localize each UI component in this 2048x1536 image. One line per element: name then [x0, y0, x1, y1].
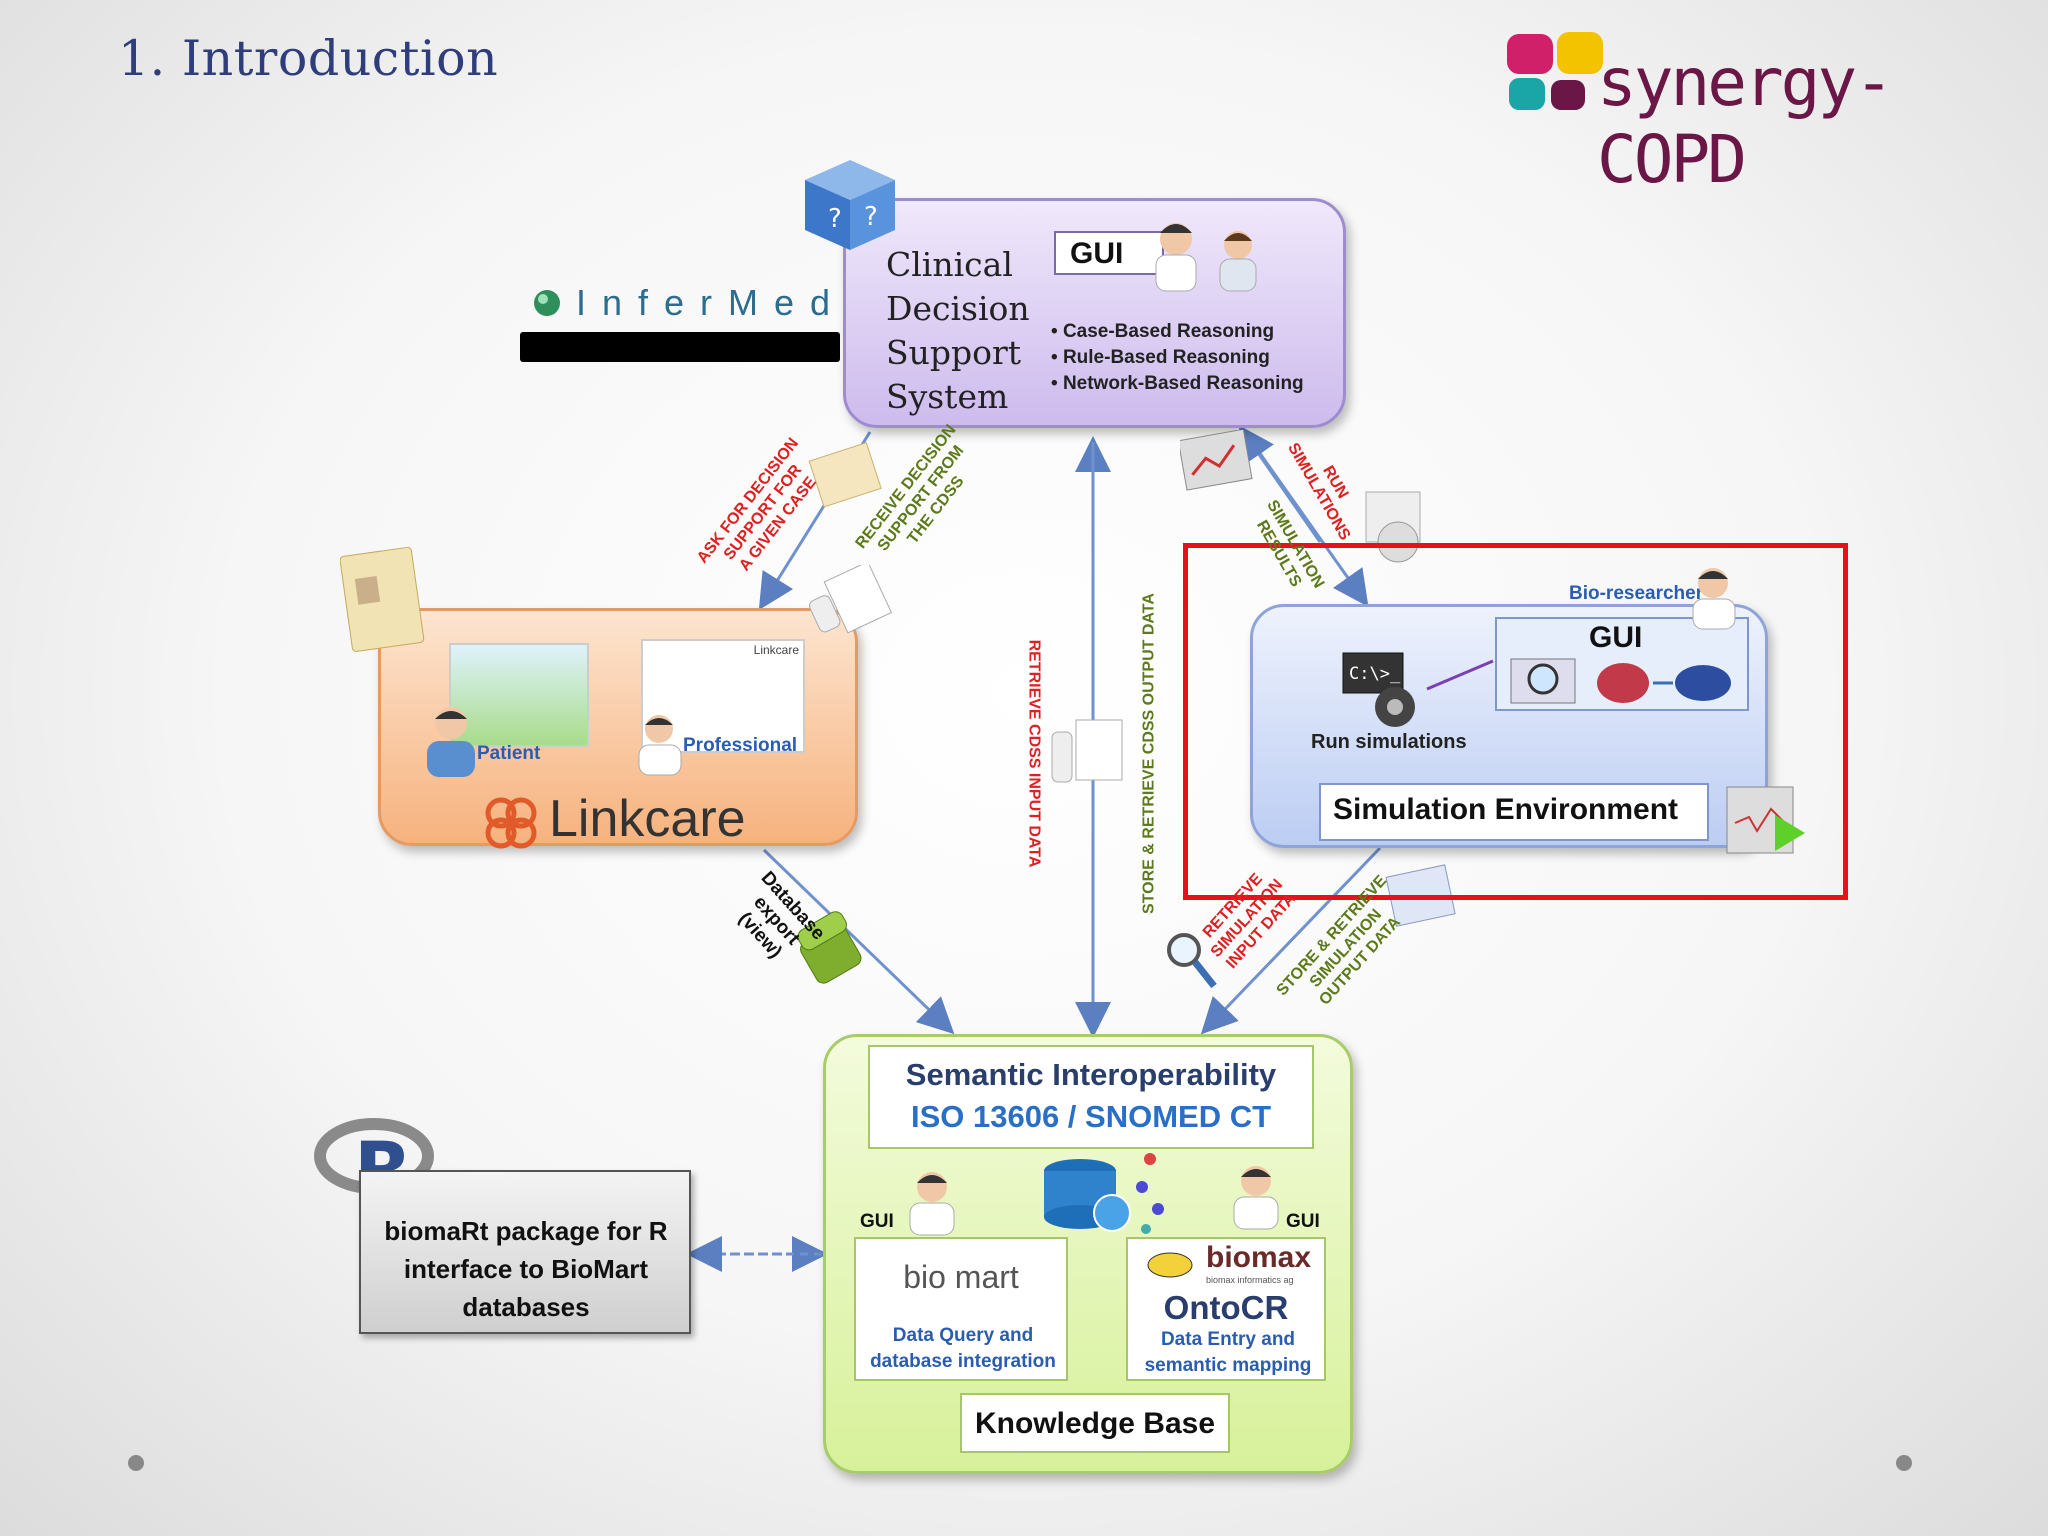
reasoning-item: Network-Based Reasoning [1051, 371, 1304, 397]
console-gui-link [1426, 659, 1494, 691]
sim-monitor-icon [1180, 430, 1253, 491]
screen-brand: Linkcare [753, 643, 799, 657]
cdss-panel: Clinical Decision Support System GUI Cas… [843, 198, 1346, 428]
sim-gui-label: GUI [1589, 621, 1643, 654]
sim-results-arrow [1238, 425, 1322, 543]
professional-screen: Linkcare [641, 639, 805, 753]
infermed-text: InferMed [576, 282, 847, 323]
ontocr-label: OntoCR [1163, 1289, 1289, 1326]
case-document-icon [808, 442, 882, 508]
bio-researcher-label: Bio-researcher [1569, 583, 1704, 604]
cdss-data-icon [1051, 719, 1123, 783]
infermed-globe-icon [534, 290, 560, 316]
svg-text:C:\>_: C:\>_ [1349, 664, 1401, 684]
sim-env-label: Simulation Environment [1333, 793, 1679, 826]
highlight-frame [1183, 543, 1848, 900]
magnifier-icon [1167, 933, 1217, 989]
sim-env-label-box: Simulation Environment [1319, 783, 1709, 841]
retrieve-sim-arrow [1200, 846, 1382, 1035]
biomart-doctor-icon [909, 1172, 955, 1236]
knowledge-base-panel: Semantic Interoperability ISO 13606 / SN… [823, 1034, 1353, 1474]
patient-record-icon [340, 546, 425, 652]
decision-document-icon [809, 565, 893, 634]
biomax-frog-icon [1147, 1252, 1193, 1278]
synergy-copd-logo: synergy-COPD [1505, 30, 1995, 198]
lungs-icon [1597, 663, 1649, 703]
reasoning-item: Rule-Based Reasoning [1051, 345, 1304, 371]
sim-disc-icon [1365, 491, 1421, 563]
logo-text: synergy-COPD [1597, 44, 1894, 198]
biomax-tag: biomax informatics ag [1206, 1275, 1294, 1285]
molecule-icon [1136, 1153, 1164, 1234]
db-export-arrow [762, 848, 955, 1035]
retrieve-cdss-label: RETRIEVE CDSS INPUT DATA [1025, 639, 1043, 868]
biomart-box: bio mart Data Query and database integra… [854, 1237, 1068, 1381]
sim-gui-visuals [1510, 658, 1731, 704]
infermed-logo: InferMed [520, 280, 842, 362]
reasoning-list: Case-Based Reasoning Rule-Based Reasonin… [1051, 319, 1304, 397]
doctor-icon [1155, 223, 1257, 292]
ontocr-desc: Data Entry and semantic mapping [1144, 1329, 1312, 1376]
database-export-icon [797, 911, 862, 984]
knowledge-base-footer: Knowledge Base [960, 1393, 1230, 1453]
logo-squares-icon [1507, 32, 1603, 110]
biomax-logo: biomax [1206, 1241, 1312, 1274]
semantic-interop-box: Semantic Interoperability ISO 13606 / SN… [868, 1045, 1314, 1149]
mitochondria-icon [1675, 665, 1731, 701]
professional-avatar-icon [638, 715, 682, 776]
cdss-gui-label: GUI [1054, 231, 1164, 275]
sim-monitor-play-icon [1726, 786, 1805, 854]
nav-dot-left[interactable] [128, 1455, 144, 1471]
patient-screen [449, 643, 589, 747]
linkcare-panel: Patient Linkcare Professional Linkcare [378, 608, 858, 849]
database-globe-icon [1044, 1159, 1131, 1232]
nav-dot-right[interactable] [1896, 1455, 1912, 1471]
semantic-title: Semantic Interoperability [905, 1057, 1277, 1092]
linkcare-brand: Linkcare [549, 790, 746, 848]
sim-gui-panel: GUI [1495, 617, 1749, 711]
patient-label: Patient [477, 743, 541, 764]
professional-label: Professional [683, 735, 798, 756]
biomart-logo: bio mart [903, 1259, 1019, 1295]
slide-title: 1. Introduction [118, 30, 499, 87]
biomart-desc: Data Query and database integration [870, 1325, 1056, 1372]
biomart-r-box: biomaRt package for R interface to BioMa… [359, 1170, 691, 1334]
svg-text:?: ? [828, 204, 842, 234]
cdss-title: Clinical Decision Support System [886, 245, 1030, 416]
run-simulations-label: Run simulations [1311, 731, 1467, 753]
infermed-redaction-bar [520, 332, 840, 362]
simulation-environment-panel: Bio-researcher GUI C:\>_ Run simulations… [1250, 568, 1805, 854]
console-gear-icon: C:\>_ [1342, 652, 1415, 727]
reasoning-item: Case-Based Reasoning [1051, 319, 1304, 345]
search-lens-icon [1527, 663, 1559, 695]
biomart-r-text: biomaRt package for R interface to BioMa… [384, 1216, 668, 1322]
ontocr-box: biomax biomax informatics ag OntoCR Data… [1126, 1237, 1326, 1381]
cube-icon: ? ? [805, 160, 895, 250]
store-cdss-label: STORE & RETRIEVE CDSS OUTPUT DATA [1140, 593, 1158, 914]
ontocr-doctor-icon [1233, 1166, 1279, 1230]
gui-right-label: GUI [1286, 1211, 1320, 1232]
patient-avatar-icon [427, 707, 475, 777]
semantic-sub: ISO 13606 / SNOMED CT [910, 1099, 1272, 1134]
knowledge-base-label: Knowledge Base [974, 1407, 1216, 1440]
linkcare-logo-icon [485, 797, 537, 849]
gui-left-label: GUI [860, 1211, 894, 1232]
bio-researcher-avatar-icon [1692, 568, 1736, 630]
svg-text:?: ? [864, 202, 878, 232]
